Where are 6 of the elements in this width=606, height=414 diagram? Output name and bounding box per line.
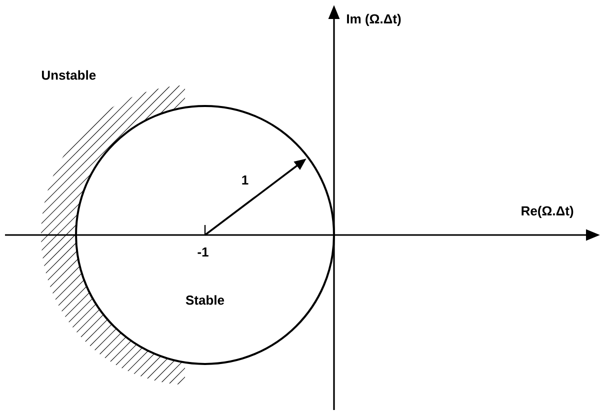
axis-label: Im (Ω.Δt) [347,14,401,26]
text-label: -1 [198,248,208,256]
text-label: Unstable [42,70,96,80]
axis-label: Re(Ω.Δt) [522,206,574,218]
text-label: Stable [186,295,224,305]
text-label: 1 [242,176,248,184]
